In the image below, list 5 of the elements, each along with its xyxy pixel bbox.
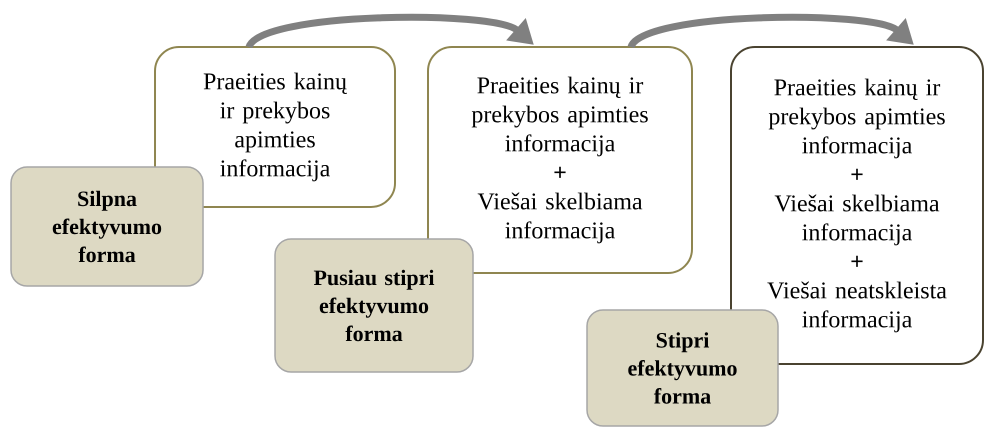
form-box: Silpna efektyvumo forma [10, 166, 204, 287]
form-box: Stipri efektyvumo forma [586, 309, 779, 427]
form-box: Pusiau stipri efektyvumo forma [274, 238, 474, 373]
info-box: Praeities kainų ir prekybos apimties informacija + Viešai skelbiama informacija + Viešai neatskleista informacija [730, 46, 984, 365]
info-box: Praeities kainų ir prekybos apimties informacija [154, 46, 396, 208]
